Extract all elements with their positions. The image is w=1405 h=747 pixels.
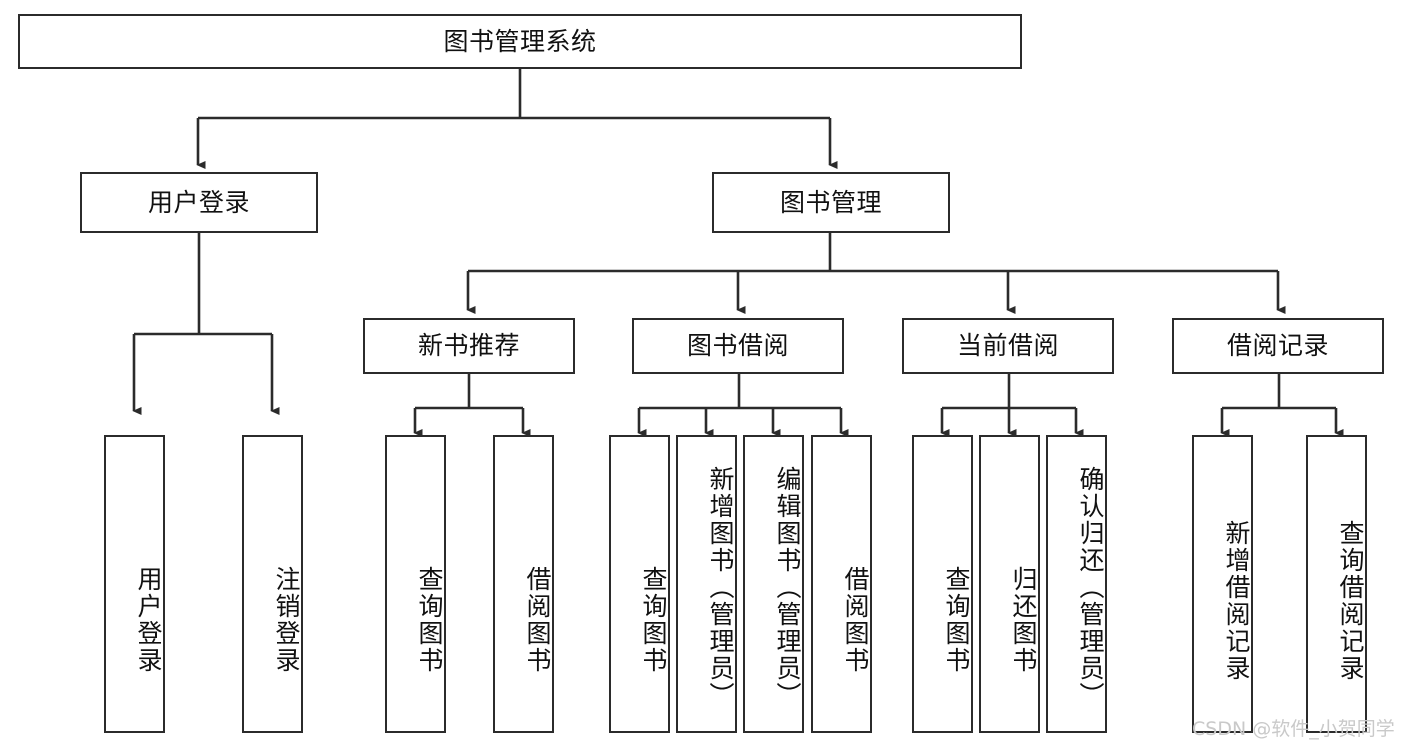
leaf-add-book-label: 新增图书（管理员） xyxy=(706,465,735,709)
leaf-query-book-3-label: 查询图书 xyxy=(942,566,971,674)
leaf-add-borrow-record[interactable]: 新增借阅记录 xyxy=(1192,435,1253,733)
csdn-watermark: CSDN @软件_小贺同学 xyxy=(1192,718,1395,740)
node-current-borrow[interactable]: 当前借阅 xyxy=(902,318,1114,374)
node-root[interactable]: 图书管理系统 xyxy=(18,14,1022,69)
leaf-borrow-book-1[interactable]: 借阅图书 xyxy=(493,435,554,733)
leaf-user-login-label: 用户登录 xyxy=(134,566,163,674)
leaf-confirm-return-label: 确认归还（管理员） xyxy=(1076,465,1105,709)
leaf-query-book-1-label: 查询图书 xyxy=(415,566,444,674)
leaf-borrow-book-2-label: 借阅图书 xyxy=(841,566,870,674)
node-user-login-label: 用户登录 xyxy=(147,187,250,217)
leaf-return-book-label: 归还图书 xyxy=(1009,566,1038,674)
leaf-confirm-return[interactable]: 确认归还（管理员） xyxy=(1046,435,1107,733)
leaf-edit-book[interactable]: 编辑图书（管理员） xyxy=(743,435,804,733)
node-current-borrow-label: 当前借阅 xyxy=(956,331,1059,361)
leaf-logout-login-label: 注销登录 xyxy=(272,566,301,674)
node-borrow-record-label: 借阅记录 xyxy=(1226,331,1329,361)
leaf-add-borrow-record-label: 新增借阅记录 xyxy=(1222,520,1251,682)
leaf-query-borrow-record-label: 查询借阅记录 xyxy=(1336,520,1365,682)
leaf-query-book-2[interactable]: 查询图书 xyxy=(609,435,670,733)
node-borrow-record[interactable]: 借阅记录 xyxy=(1172,318,1384,374)
leaf-query-borrow-record[interactable]: 查询借阅记录 xyxy=(1306,435,1367,733)
node-user-login[interactable]: 用户登录 xyxy=(80,172,318,233)
leaf-query-book-2-label: 查询图书 xyxy=(639,566,668,674)
leaf-query-book-3[interactable]: 查询图书 xyxy=(912,435,973,733)
node-book-management-label: 图书管理 xyxy=(779,187,882,217)
leaf-query-book-1[interactable]: 查询图书 xyxy=(385,435,446,733)
node-book-borrow-label: 图书借阅 xyxy=(686,331,789,361)
node-new-book-recommend-label: 新书推荐 xyxy=(417,331,520,361)
leaf-logout-login[interactable]: 注销登录 xyxy=(242,435,303,733)
leaf-edit-book-label: 编辑图书（管理员） xyxy=(773,465,802,709)
leaf-borrow-book-1-label: 借阅图书 xyxy=(523,566,552,674)
leaf-return-book[interactable]: 归还图书 xyxy=(979,435,1040,733)
node-root-label: 图书管理系统 xyxy=(443,26,597,56)
node-new-book-recommend[interactable]: 新书推荐 xyxy=(363,318,575,374)
node-book-management[interactable]: 图书管理 xyxy=(712,172,950,233)
leaf-user-login[interactable]: 用户登录 xyxy=(104,435,165,733)
leaf-add-book[interactable]: 新增图书（管理员） xyxy=(676,435,737,733)
leaf-borrow-book-2[interactable]: 借阅图书 xyxy=(811,435,872,733)
node-book-borrow[interactable]: 图书借阅 xyxy=(632,318,844,374)
